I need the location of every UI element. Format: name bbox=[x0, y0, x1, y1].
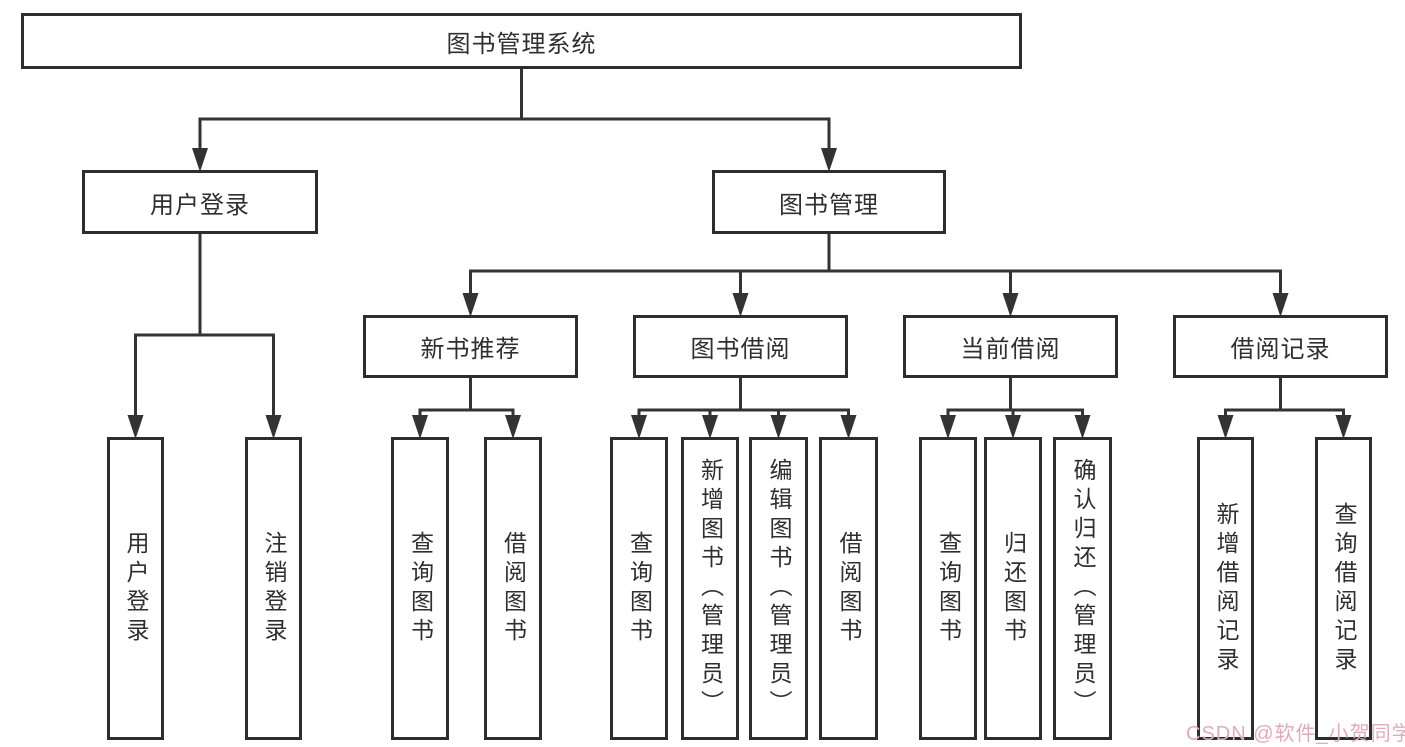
node-book-borrow: 图书借阅 bbox=[633, 315, 848, 378]
node-v-query-borrow-record: 查询借阅记录 bbox=[1315, 437, 1372, 740]
node-v-query-book-new: 查询图书 bbox=[391, 437, 449, 740]
node-borrow-records: 借阅记录 bbox=[1173, 315, 1388, 378]
node-v-return-book: 归还图书 bbox=[984, 437, 1042, 740]
node-v-query-book-borrow: 查询图书 bbox=[610, 437, 668, 740]
node-v-borrow-book-new: 借阅图书 bbox=[484, 437, 542, 740]
node-v-query-book-current: 查询图书 bbox=[919, 437, 977, 740]
node-v-add-book-admin: 新增图书（管理员） bbox=[681, 437, 739, 740]
node-v-logout: 注销登录 bbox=[245, 437, 302, 740]
node-v-user-login: 用户登录 bbox=[107, 437, 164, 740]
node-book-mgmt: 图书管理 bbox=[712, 170, 946, 234]
watermark: CSDN @软件_小贺同学 bbox=[1186, 723, 1405, 745]
node-user-login: 用户登录 bbox=[82, 170, 318, 234]
node-v-edit-book-admin: 编辑图书（管理员） bbox=[749, 437, 808, 740]
node-v-add-borrow-record: 新增借阅记录 bbox=[1197, 437, 1254, 740]
node-root: 图书管理系统 bbox=[21, 13, 1022, 69]
node-current-borrow: 当前借阅 bbox=[903, 315, 1118, 378]
node-v-confirm-return-admin: 确认归还（管理员） bbox=[1053, 437, 1112, 740]
node-new-book-rec: 新书推荐 bbox=[363, 315, 578, 378]
node-v-borrow-book-2: 借阅图书 bbox=[819, 437, 878, 740]
